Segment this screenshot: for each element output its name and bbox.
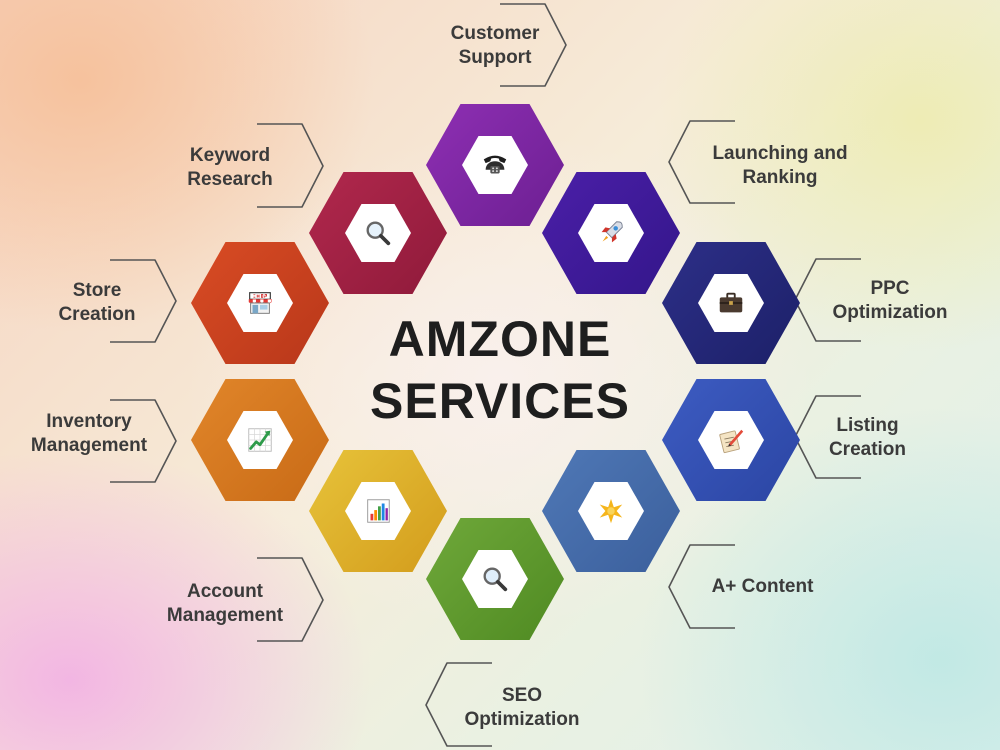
bracket-seo-optimization — [425, 662, 492, 747]
star-icon — [599, 498, 623, 524]
title-line-1: AMZONE — [388, 311, 612, 367]
hex-inner — [578, 482, 644, 540]
hex-inner — [345, 482, 411, 540]
hex-inner — [227, 274, 293, 332]
label-ppc-optimization: PPC Optimization — [832, 278, 948, 323]
bracket-launching-ranking — [668, 120, 735, 204]
shop-icon — [248, 292, 272, 314]
label-listing-creation: Listing Creation — [828, 415, 907, 460]
hex-inner — [578, 204, 644, 262]
bar-chart-icon — [367, 499, 390, 523]
hex-listing-creation[interactable] — [662, 379, 800, 501]
title-line-2: SERVICES — [370, 373, 630, 429]
trend-chart-icon — [248, 428, 272, 452]
rocket-icon — [601, 221, 623, 243]
hex-ppc-optimization[interactable] — [662, 242, 800, 364]
writing-icon — [719, 429, 744, 454]
hex-inner — [462, 136, 528, 194]
diagram-title: AMZONE SERVICES — [365, 308, 635, 432]
bracket-a-plus-content — [668, 544, 735, 629]
hex-store-creation[interactable] — [191, 242, 329, 364]
hex-inner — [698, 274, 764, 332]
hex-inner — [345, 204, 411, 262]
hex-inner — [227, 411, 293, 469]
phone-icon — [483, 155, 507, 174]
bracket-store-creation — [110, 259, 177, 343]
label-account-management: Account Management — [166, 581, 284, 626]
briefcase-icon — [719, 292, 743, 313]
bracket-account-management — [257, 557, 324, 642]
hex-inventory-management[interactable] — [191, 379, 329, 501]
search-icon — [366, 221, 391, 246]
hex-inner — [462, 550, 528, 608]
label-customer-support: Customer Support — [450, 23, 540, 68]
bracket-keyword-research — [257, 123, 324, 208]
magnifier-icon — [483, 567, 508, 592]
bracket-customer-support — [500, 3, 567, 87]
label-launching-ranking: Launching and Ranking — [712, 143, 848, 188]
label-keyword-research: Keyword Research — [187, 145, 273, 190]
bracket-inventory-management — [110, 399, 177, 483]
label-a-plus-content: A+ Content — [711, 576, 814, 597]
label-seo-optimization: SEO Optimization — [464, 685, 580, 730]
label-inventory-management: Inventory Management — [30, 411, 148, 456]
hex-inner — [698, 411, 764, 469]
label-store-creation: Store Creation — [58, 280, 136, 325]
